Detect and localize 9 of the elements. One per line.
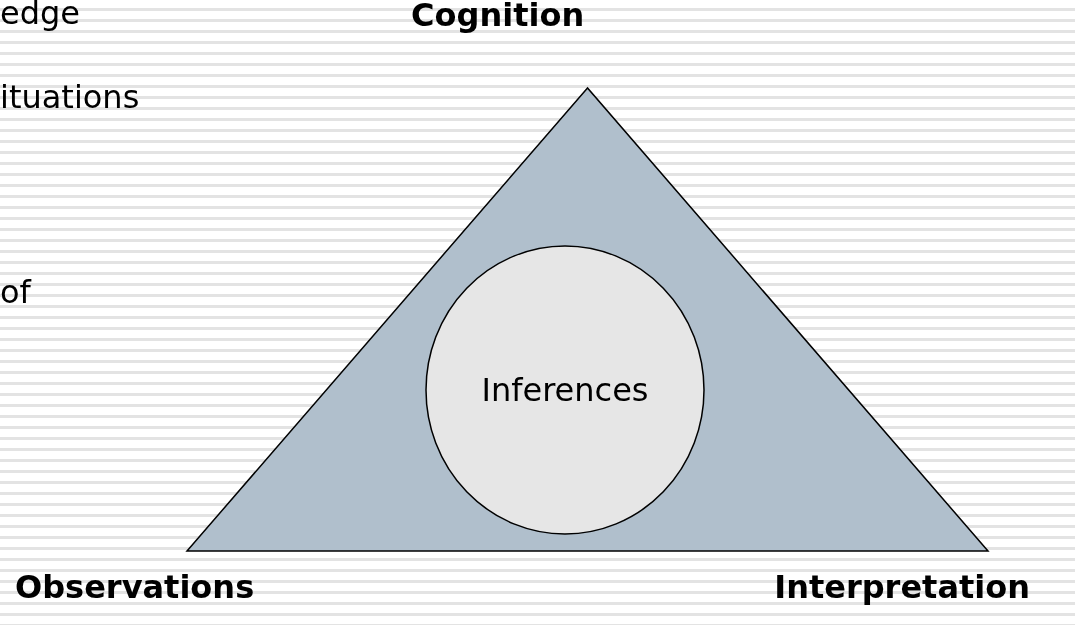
text-fragment: of — [0, 273, 31, 311]
node-label: Inferences — [481, 371, 649, 409]
corner-label: Interpretation — [774, 568, 1030, 606]
corner-label: Observations — [15, 568, 255, 606]
triangle-shape — [187, 88, 988, 551]
corner-label: Cognition — [411, 0, 585, 34]
text-fragment: ituations — [0, 78, 140, 116]
ellipse-shape — [425, 245, 705, 535]
text-fragment: edge — [0, 0, 80, 32]
